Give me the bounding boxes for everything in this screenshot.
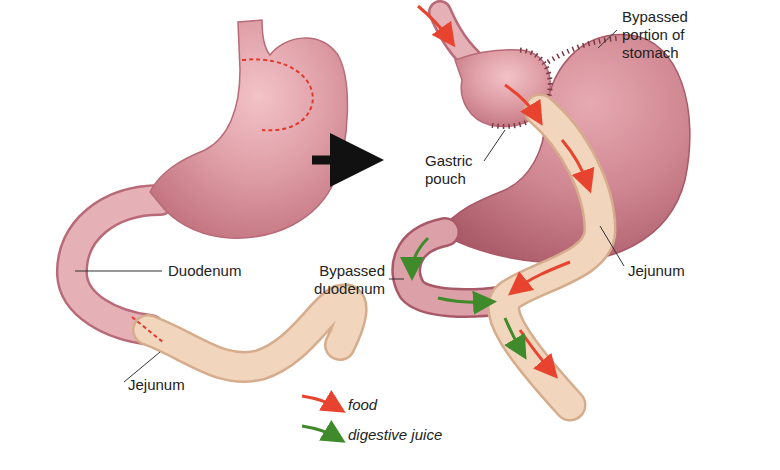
part-label: Gastric pouch xyxy=(425,152,505,188)
part-label-text: Bypassed duodenum xyxy=(314,262,385,297)
part-label-text: Jejunum xyxy=(128,376,185,393)
part-label: Jejunum xyxy=(628,262,728,280)
legend-entry: digestive juice xyxy=(348,426,442,444)
part-label: Jejunum xyxy=(128,376,228,394)
part-label-text: Duodenum xyxy=(168,262,241,279)
part-label: Bypassed duodenum xyxy=(290,262,385,298)
part-label-text: Gastric pouch xyxy=(425,152,473,187)
part-label: Duodenum xyxy=(168,262,278,280)
part-label: Bypassed portion of stomach xyxy=(622,8,717,62)
legend-text: digestive juice xyxy=(348,426,442,443)
legend-entry: food xyxy=(348,396,377,414)
part-label-text: Bypassed portion of stomach xyxy=(622,8,688,61)
legend-text: food xyxy=(348,396,377,413)
part-label-text: Jejunum xyxy=(628,262,685,279)
